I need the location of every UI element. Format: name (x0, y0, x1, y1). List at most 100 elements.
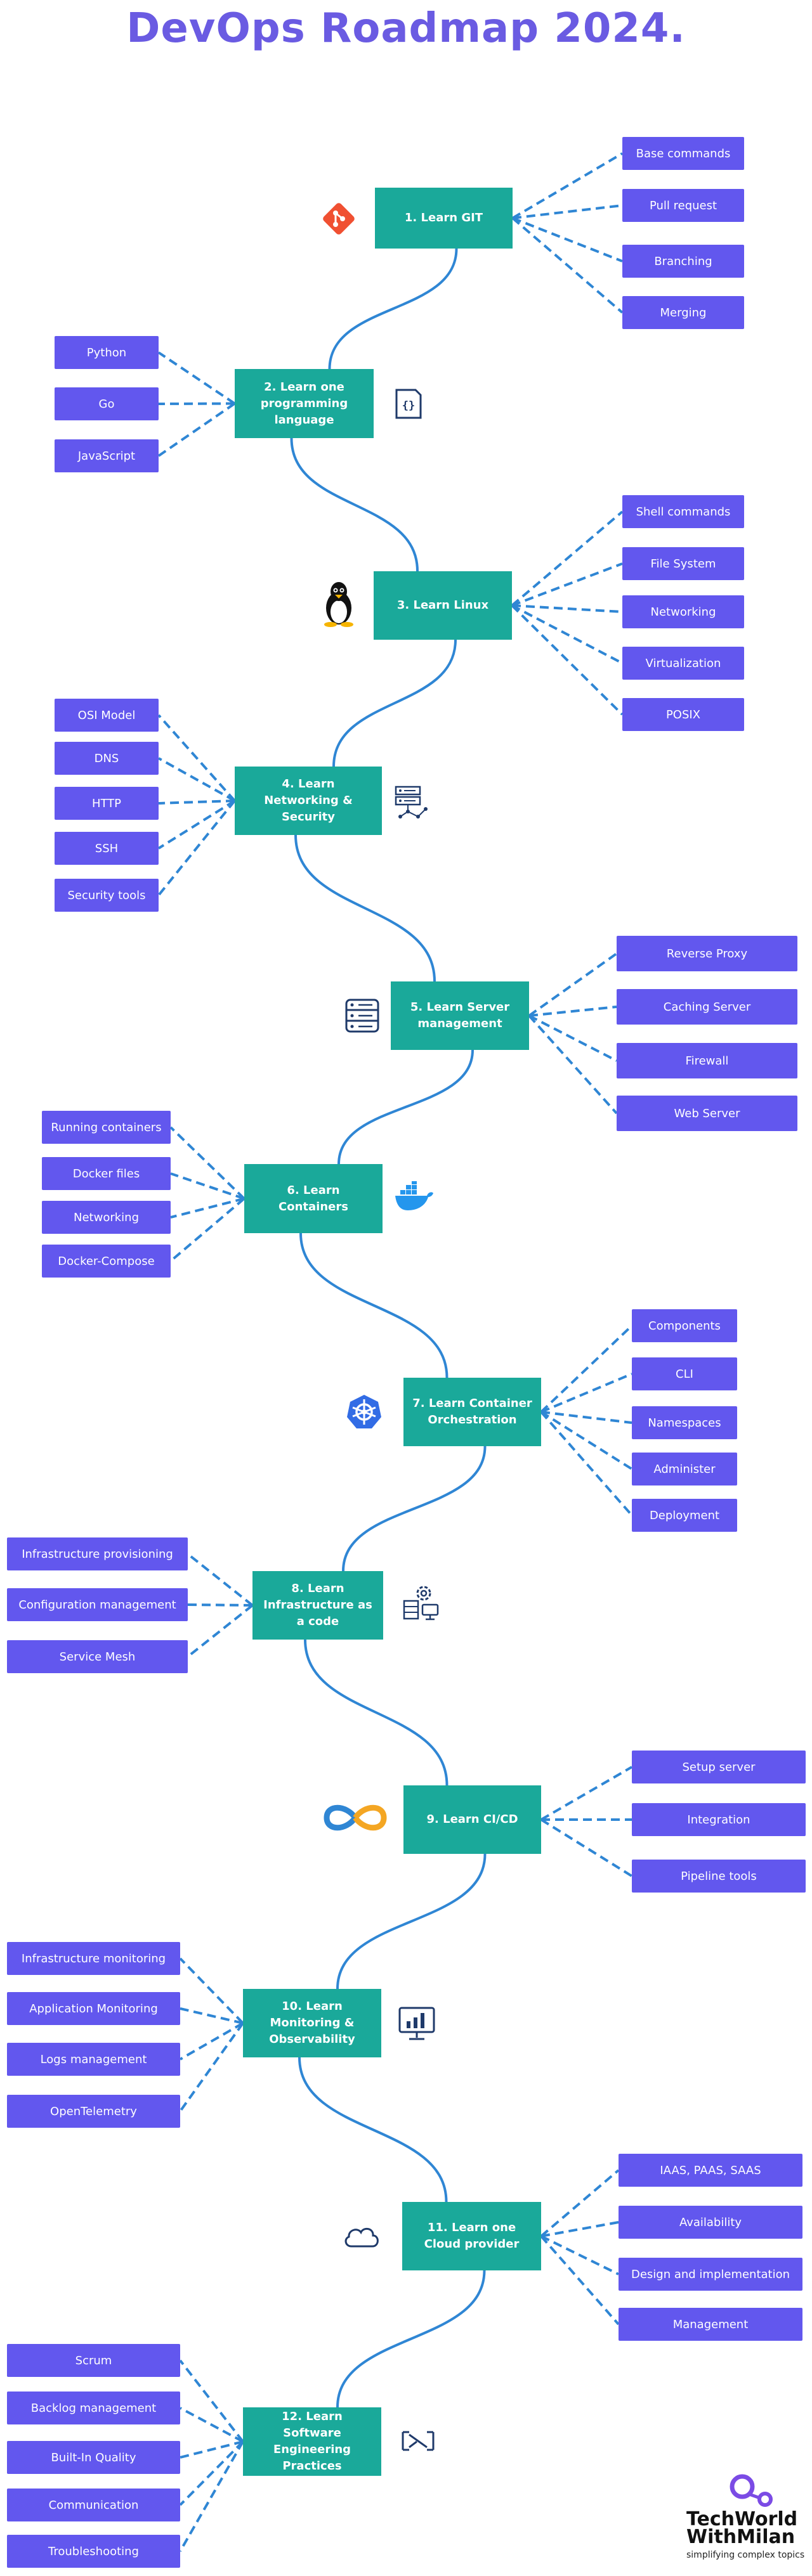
leaf-cloud-iaas-paas-saas[interactable]: IAAS, PAAS, SAAS (619, 2154, 802, 2187)
connector-curve (298, 2057, 448, 2203)
step-learn-monitoring-observability[interactable]: 10. Learn Monitoring & Observability (243, 1989, 381, 2057)
leaf-linux-virtualization[interactable]: Virtualization (622, 647, 744, 680)
leaf-se-backlog-management[interactable]: Backlog management (7, 2392, 180, 2424)
leaf-se-communication[interactable]: Communication (7, 2489, 180, 2521)
leaf-lang-javascript[interactable]: JavaScript (55, 439, 159, 472)
leaf-net-osi-model[interactable]: OSI Model (55, 699, 159, 732)
connector-dashed (179, 2022, 244, 2113)
leaf-lang-go[interactable]: Go (55, 387, 159, 420)
step-learn-software-engineering-practices[interactable]: 12. Learn Software Engineering Practices (243, 2407, 381, 2476)
connector-dashed (170, 1172, 245, 1200)
leaf-mon-opentelemetry[interactable]: OpenTelemetry (7, 2095, 180, 2128)
leaf-mon-logs-management[interactable]: Logs management (7, 2043, 180, 2076)
leaf-net-security-tools[interactable]: Security tools (55, 879, 159, 912)
leaf-iac-configuration-management[interactable]: Configuration management (7, 1588, 188, 1621)
step-learn-cicd[interactable]: 9. Learn CI/CD (403, 1785, 541, 1854)
step-learn-networking-security[interactable]: 4. Learn Networking & Security (235, 767, 382, 835)
server-rack-icon (345, 999, 379, 1033)
leaf-iac-provisioning[interactable]: Infrastructure provisioning (7, 1537, 188, 1570)
connector-dashed (540, 2221, 619, 2237)
leaf-iac-service-mesh[interactable]: Service Mesh (7, 1640, 188, 1673)
connector-dashed (157, 351, 236, 405)
leaf-git-branching[interactable]: Branching (622, 245, 744, 278)
connector-dashed (528, 1014, 618, 1115)
leaf-cicd-integration[interactable]: Integration (632, 1803, 806, 1836)
connector-curve (336, 1853, 487, 1990)
leaf-git-base-commands[interactable]: Base commands (622, 137, 744, 170)
brand-line1: TechWorld (686, 2508, 798, 2530)
step-learn-programming-language[interactable]: 2. Learn one programming language (235, 369, 374, 438)
leaf-net-dns[interactable]: DNS (55, 742, 159, 775)
connector-dashed (540, 1411, 633, 1517)
brand-tagline: simplifying complex topics (686, 2550, 805, 2560)
leaf-cloud-availability[interactable]: Availability (619, 2206, 802, 2239)
step-learn-cloud-provider[interactable]: 11. Learn one Cloud provider (402, 2202, 541, 2270)
connector-dashed (187, 1553, 254, 1607)
leaf-containers-running[interactable]: Running containers (42, 1111, 171, 1144)
workflow-icon (402, 2431, 435, 2451)
connector-curve (328, 248, 458, 370)
leaf-lang-python[interactable]: Python (55, 336, 159, 369)
step-learn-container-orchestration[interactable]: 7. Learn Container Orchestration (403, 1378, 541, 1446)
monitor-chart-icon (398, 2007, 435, 2040)
connector-dashed (158, 799, 235, 805)
leaf-net-ssh[interactable]: SSH (55, 832, 159, 865)
connector-curve (336, 2270, 486, 2408)
step-learn-linux[interactable]: 3. Learn Linux (374, 571, 512, 640)
connector-dashed (170, 1197, 245, 1219)
leaf-se-troubleshooting[interactable]: Troubleshooting (7, 2535, 180, 2568)
step-learn-containers[interactable]: 6. Learn Containers (244, 1164, 383, 1233)
connector-dashed (179, 1957, 244, 2024)
connector-dashed (528, 1014, 617, 1062)
leaf-k8s-components[interactable]: Components (632, 1309, 737, 1342)
leaf-server-web-server[interactable]: Web Server (617, 1096, 797, 1131)
leaf-mon-infrastructure[interactable]: Infrastructure monitoring (7, 1942, 180, 1975)
techworld-logo-icon (730, 2474, 773, 2507)
leaf-se-scrum[interactable]: Scrum (7, 2344, 180, 2377)
connector-curve (299, 1233, 449, 1378)
connector-dashed (169, 1197, 246, 1262)
leaf-cloud-management[interactable]: Management (619, 2308, 802, 2341)
leaf-k8s-namespaces[interactable]: Namespaces (632, 1406, 737, 1439)
leaf-cloud-design-implementation[interactable]: Design and implementation (619, 2258, 802, 2291)
leaf-linux-shell-commands[interactable]: Shell commands (622, 495, 744, 528)
connector-dashed (540, 1818, 633, 1877)
connector-dashed (511, 152, 624, 219)
leaf-se-built-in-quality[interactable]: Built-In Quality (7, 2441, 180, 2474)
connector-curve (337, 1049, 474, 1165)
leaf-net-http[interactable]: HTTP (55, 787, 159, 820)
leaf-k8s-deployment[interactable]: Deployment (632, 1499, 737, 1532)
leaf-cicd-setup-server[interactable]: Setup server (632, 1751, 806, 1783)
leaf-mon-application[interactable]: Application Monitoring (7, 1992, 180, 2025)
leaf-git-pull-request[interactable]: Pull request (622, 189, 744, 222)
leaf-containers-networking[interactable]: Networking (42, 1201, 171, 1234)
connector-dashed (179, 2441, 244, 2552)
connector-curve (342, 1446, 487, 1572)
leaf-server-reverse-proxy[interactable]: Reverse Proxy (617, 936, 797, 971)
leaf-linux-posix[interactable]: POSIX (622, 698, 744, 731)
page-title: DevOps Roadmap 2024. (126, 5, 686, 52)
git-icon (323, 203, 355, 235)
connector-dashed (540, 2235, 619, 2275)
leaf-linux-file-system[interactable]: File System (622, 547, 744, 580)
step-learn-infrastructure-as-code[interactable]: 8. Learn Infrastructure as a code (252, 1571, 383, 1640)
connector-dashed (169, 1126, 246, 1200)
leaf-server-caching-server[interactable]: Caching Server (617, 989, 797, 1025)
leaf-linux-networking[interactable]: Networking (622, 595, 744, 628)
connector-dashed (157, 402, 236, 457)
step-learn-git[interactable]: 1. Learn GIT (375, 188, 513, 249)
leaf-git-merging[interactable]: Merging (622, 296, 744, 329)
leaf-k8s-cli[interactable]: CLI (632, 1357, 737, 1390)
connector-dashed (179, 2359, 244, 2443)
linux-tux-icon (324, 582, 353, 627)
leaf-containers-docker-files[interactable]: Docker files (42, 1157, 171, 1190)
svg-text:{}: {} (402, 399, 415, 412)
connector-dashed (157, 799, 236, 896)
leaf-containers-docker-compose[interactable]: Docker-Compose (42, 1245, 171, 1278)
leaf-server-firewall[interactable]: Firewall (617, 1043, 797, 1078)
connector-dashed (511, 604, 623, 613)
leaf-cicd-pipeline-tools[interactable]: Pipeline tools (632, 1860, 806, 1893)
leaf-k8s-administer[interactable]: Administer (632, 1453, 737, 1485)
step-learn-server-management[interactable]: 5. Learn Server management (391, 981, 529, 1050)
connector-dashed (158, 757, 235, 802)
